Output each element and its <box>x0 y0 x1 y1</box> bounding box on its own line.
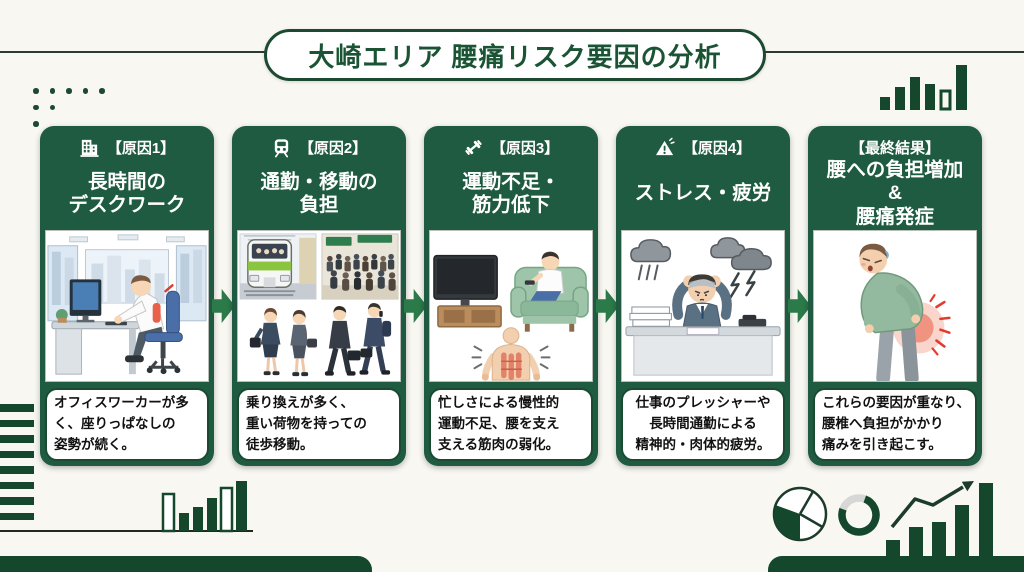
dots-decoration <box>33 88 105 138</box>
card-title: 運動不足・ 筋力低下 <box>462 170 560 216</box>
bar-chart-decoration-top-right <box>880 65 967 111</box>
bottom-bar-right <box>768 556 1024 572</box>
deskwork-illustration <box>45 230 209 382</box>
warning-icon <box>655 137 676 158</box>
donut-chart-icon <box>838 494 880 536</box>
card-label: 【原因3】 <box>490 139 560 157</box>
back-pain-illustration <box>813 230 977 382</box>
building-icon <box>79 137 100 158</box>
card-label: 【原因2】 <box>298 139 368 157</box>
growth-chart-icon <box>886 481 993 557</box>
card-label: 【原因4】 <box>682 139 752 157</box>
dumbbell-icon <box>463 137 484 158</box>
card-title: 通勤・移動の 負担 <box>260 170 378 216</box>
card-description: これらの要因が重なり、 腰椎へ負担がかかり 痛みを引き起こす。 <box>813 388 977 461</box>
card-cause-3: 【原因3】 運動不足・ 筋力低下 <box>424 126 598 466</box>
card-title: 腰への負担増加 & 腰痛発症 <box>826 158 964 228</box>
card-description: 仕事のプレッシャーや 長時間通勤による 精神的・肉体的疲労。 <box>621 388 785 461</box>
pie-chart-icon <box>772 486 828 542</box>
card-final-result: 【最終結果】 腰への負担増加 & 腰痛発症 <box>808 126 982 466</box>
card-title: ストレス・疲労 <box>634 182 772 205</box>
card-title: 長時間の デスクワーク <box>68 170 186 216</box>
bottom-bar-left <box>0 556 372 572</box>
inactivity-illustration <box>429 230 593 382</box>
stripes-decoration <box>0 404 34 528</box>
card-cause-2: 【原因2】 通勤・移動の 負担 <box>232 126 406 466</box>
page-title-text: 大崎エリア 腰痛リスク要因の分析 <box>308 41 722 72</box>
card-cause-1: 【原因1】 長時間の デスクワーク <box>40 126 214 466</box>
commute-illustration <box>237 230 401 382</box>
card-description: オフィスワーカーが多 く、座りっぱなしの 姿勢が続く。 <box>45 388 209 461</box>
card-description: 乗り換えが多く、 重い荷物を持っての 徒歩移動。 <box>237 388 401 461</box>
bar-chart-decoration-bottom-left <box>0 481 253 533</box>
page-title: 大崎エリア 腰痛リスク要因の分析 <box>264 29 766 81</box>
charts-decoration-bottom-right <box>772 481 993 557</box>
card-label: 【最終結果】 <box>849 139 940 157</box>
card-label: 【原因1】 <box>106 139 176 157</box>
card-cause-4: 【原因4】 ストレス・疲労 <box>616 126 790 466</box>
train-icon <box>271 137 292 158</box>
stress-illustration <box>621 230 785 382</box>
card-description: 忙しさによる慢性的 運動不足、腰を支え 支える筋肉の弱化。 <box>429 388 593 461</box>
